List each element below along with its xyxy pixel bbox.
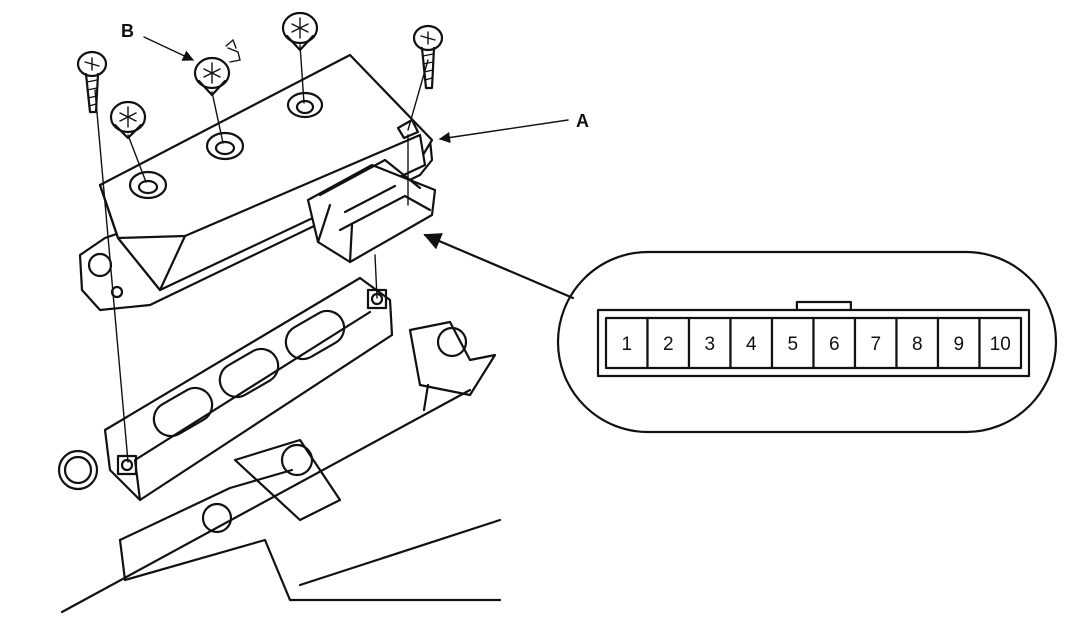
callout-label-a: A <box>576 111 589 131</box>
screw-long-left <box>76 50 108 114</box>
connector-pin-number-5: 5 <box>787 334 798 355</box>
connector-pin-cell-4 <box>729 316 774 370</box>
flange-bolt-b <box>193 38 241 97</box>
connector-pin-number-7: 7 <box>870 334 881 355</box>
mounting-screws <box>76 11 444 463</box>
connector-pin-number-10: 10 <box>990 334 1011 355</box>
connector-housing-outline <box>596 308 1031 378</box>
connector-pin-cell-9 <box>936 316 981 370</box>
screw-long-right <box>412 24 444 90</box>
callout-leaders <box>143 36 575 300</box>
connector-pin-number-8: 8 <box>912 334 923 355</box>
connector-locking-tab <box>795 300 852 312</box>
connector-pin-number-6: 6 <box>829 334 840 355</box>
connector-pin-cell-3 <box>687 316 732 370</box>
connector-pin-cell-2 <box>646 316 691 370</box>
connector-pin-row: 1 2 3 4 5 6 7 8 9 10 <box>596 300 1031 378</box>
connector-pin-cell-10 <box>978 316 1023 370</box>
connector-pin-number-2: 2 <box>663 334 674 355</box>
connector-pin-number-3: 3 <box>704 334 715 355</box>
connector-pin-number-1: 1 <box>621 334 632 355</box>
connector-pin-number-4: 4 <box>746 334 757 355</box>
connector-pin-number-9: 9 <box>953 334 964 355</box>
control-module <box>78 53 437 312</box>
connector-pin-cell-8 <box>895 316 940 370</box>
flange-bolt-1 <box>109 100 147 140</box>
callout-label-b: B <box>121 21 134 41</box>
flange-bolt-3 <box>281 11 319 52</box>
connector-detail-view: 1 2 3 4 5 6 7 8 9 10 <box>556 250 1058 434</box>
connector-pin-cell-5 <box>770 316 815 370</box>
connector-pin-cell-1 <box>604 316 649 370</box>
connector-pin-cell-7 <box>853 316 898 370</box>
mounting-frame <box>57 276 502 614</box>
